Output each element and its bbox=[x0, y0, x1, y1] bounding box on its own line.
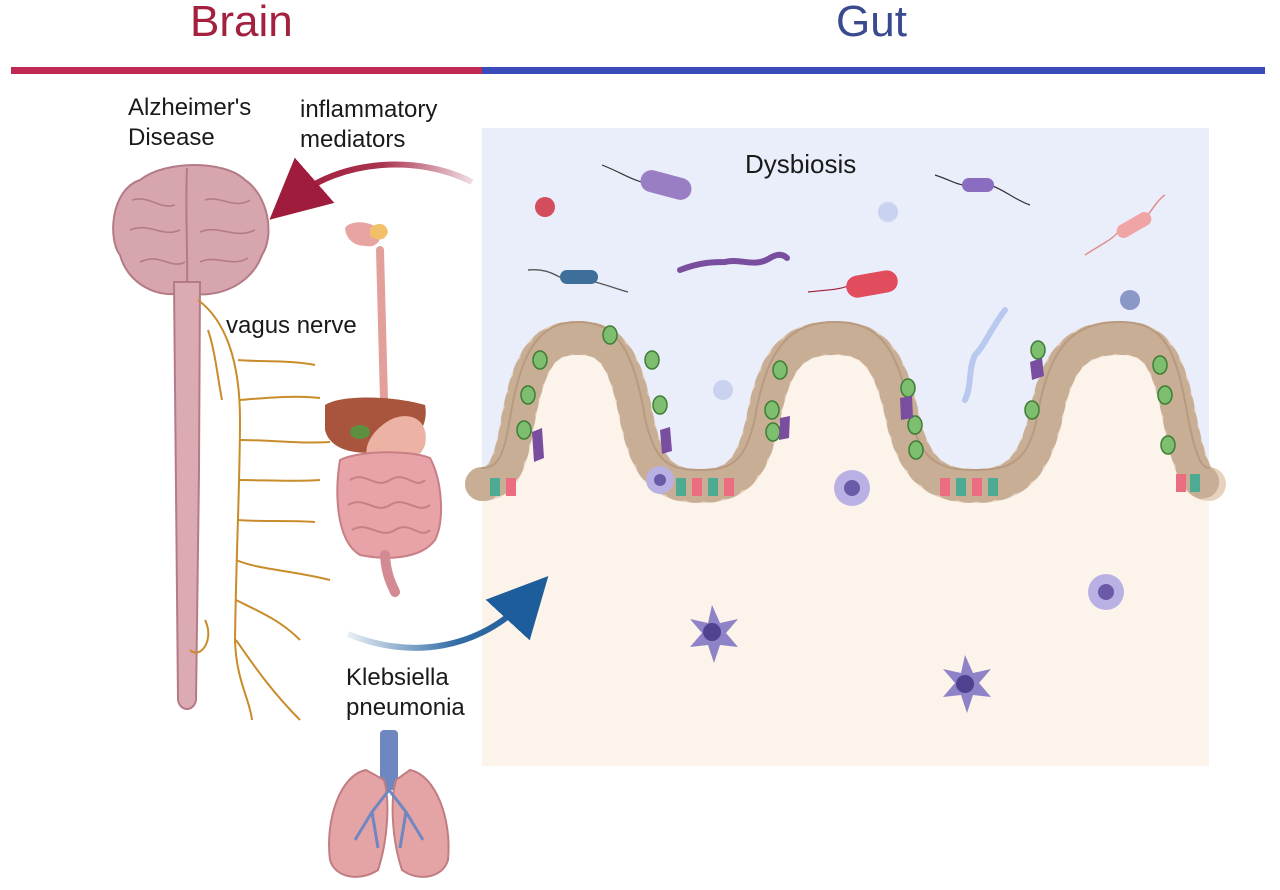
vagus-nerve bbox=[189, 299, 331, 721]
alzheimers-label-line2: Disease bbox=[128, 124, 215, 151]
intestinal-epithelium bbox=[465, 320, 1226, 504]
dysbiosis-label: Dysbiosis bbox=[745, 149, 857, 179]
gut-microbes bbox=[527, 164, 1166, 403]
brain-icon bbox=[112, 164, 270, 296]
inflammatory-mediators-label-line1: inflammatory bbox=[300, 96, 438, 123]
digestive-system-icon bbox=[325, 222, 443, 597]
immune-cells bbox=[646, 466, 1124, 713]
klebsiella-label-line2: pneumonia bbox=[346, 694, 465, 721]
brain-header-bar bbox=[11, 67, 482, 74]
goblet-cells bbox=[516, 325, 1176, 460]
tuft-cells bbox=[532, 358, 1044, 462]
lungs-icon bbox=[328, 730, 450, 878]
inflammatory-mediators-arrow bbox=[269, 157, 474, 220]
alzheimers-label-line1: Alzheimer's bbox=[128, 94, 252, 121]
gut-title: Gut bbox=[836, 0, 907, 46]
klebsiella-arrow bbox=[346, 575, 549, 651]
crypt-cells bbox=[490, 474, 1200, 496]
gut-panel bbox=[482, 128, 1209, 766]
brain-title: Brain bbox=[190, 0, 293, 46]
gut-header-bar bbox=[482, 67, 1265, 74]
inflammatory-mediators-label-line2: mediators bbox=[300, 126, 406, 153]
spinal-cord bbox=[172, 281, 202, 710]
klebsiella-label-line1: Klebsiella bbox=[346, 664, 449, 691]
vagus-nerve-label: vagus nerve bbox=[226, 312, 357, 339]
